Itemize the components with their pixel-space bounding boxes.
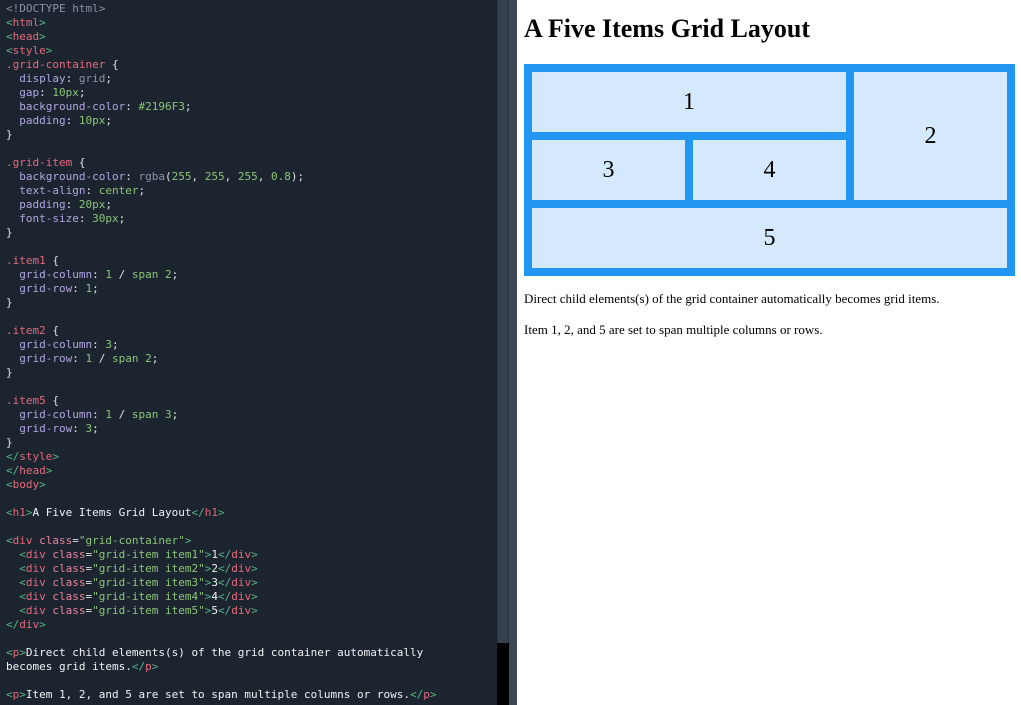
code-line: display: grid;	[19, 72, 112, 85]
code-line	[6, 520, 497, 534]
grid-item-5: 5	[532, 208, 1007, 268]
code-line: }	[6, 436, 13, 449]
code-line: </style>	[6, 450, 59, 463]
code-line: padding: 10px;	[19, 114, 112, 127]
preview-paragraph-1: Direct child elements(s) of the grid con…	[524, 291, 940, 306]
code-line: <p>Item 1, 2, and 5 are set to span mult…	[6, 688, 437, 701]
code-line	[6, 310, 497, 324]
code-line: <div class="grid-item item2">2</div>	[19, 562, 258, 575]
code-line: <head>	[6, 30, 46, 43]
code-line: grid-row: 3;	[19, 422, 99, 435]
grid-item-2: 2	[854, 72, 1007, 200]
preview-pane: A Five Items Grid Layout 1 2 3 4 5 Direc…	[517, 0, 1021, 705]
code-line: <!DOCTYPE html>	[6, 2, 106, 15]
editor-scrollbar[interactable]	[497, 0, 509, 705]
code-editor[interactable]: <!DOCTYPE html><html><head><style>.grid-…	[0, 0, 497, 705]
code-line: becomes grid items.</p>	[6, 660, 159, 673]
code-line: <div class="grid-item item3">3</div>	[19, 576, 258, 589]
code-line: grid-row: 1 / span 2;	[19, 352, 159, 365]
code-line	[6, 674, 497, 688]
code-line: background-color: #2196F3;	[19, 100, 192, 113]
code-line: <h1>A Five Items Grid Layout</h1>	[6, 506, 225, 519]
code-line: <html>	[6, 16, 46, 29]
code-line: <style>	[6, 44, 53, 57]
code-line: .item5 {	[6, 394, 59, 407]
code-line: .item1 {	[6, 254, 59, 267]
code-line: </head>	[6, 464, 53, 477]
grid-item-4: 4	[693, 140, 846, 200]
code-line: }	[6, 296, 13, 309]
preview-paragraph-2: Item 1, 2, and 5 are set to span multipl…	[524, 322, 823, 337]
code-line: background-color: rgba(255, 255, 255, 0.…	[19, 170, 305, 183]
code-line: grid-column: 3;	[19, 338, 119, 351]
code-line	[6, 380, 497, 394]
code-line: padding: 20px;	[19, 198, 112, 211]
code-line: grid-row: 1;	[19, 282, 99, 295]
preview-grid-container: 1 2 3 4 5	[524, 64, 1015, 276]
grid-item-3: 3	[532, 140, 685, 200]
code-line: gap: 10px;	[19, 86, 86, 99]
code-line: </div>	[6, 618, 46, 631]
code-line: <div class="grid-container">	[6, 534, 192, 547]
code-line: <p>Direct child elements(s) of the grid …	[6, 646, 424, 659]
code-line	[6, 632, 497, 646]
code-line: .grid-container {	[6, 58, 119, 71]
code-line: <div class="grid-item item5">5</div>	[19, 604, 258, 617]
code-line: }	[6, 366, 13, 379]
code-editor-content: <!DOCTYPE html><html><head><style>.grid-…	[6, 2, 497, 702]
code-line: font-size: 30px;	[19, 212, 126, 225]
code-line: .item2 {	[6, 324, 59, 337]
pane-divider	[509, 0, 517, 705]
code-line: text-align: center;	[19, 184, 146, 197]
code-line	[6, 492, 497, 506]
editor-scrollbar-thumb[interactable]	[497, 0, 509, 643]
grid-item-1: 1	[532, 72, 846, 132]
code-line: grid-column: 1 / span 3;	[19, 408, 179, 421]
code-line	[6, 142, 497, 156]
code-line: }	[6, 128, 13, 141]
code-line	[6, 240, 497, 254]
preview-title: A Five Items Grid Layout	[524, 14, 810, 43]
code-line: <body>	[6, 478, 46, 491]
code-line: }	[6, 226, 13, 239]
code-line: <div class="grid-item item1">1</div>	[19, 548, 258, 561]
code-line: <div class="grid-item item4">4</div>	[19, 590, 258, 603]
code-line: .grid-item {	[6, 156, 86, 169]
code-line: grid-column: 1 / span 2;	[19, 268, 179, 281]
